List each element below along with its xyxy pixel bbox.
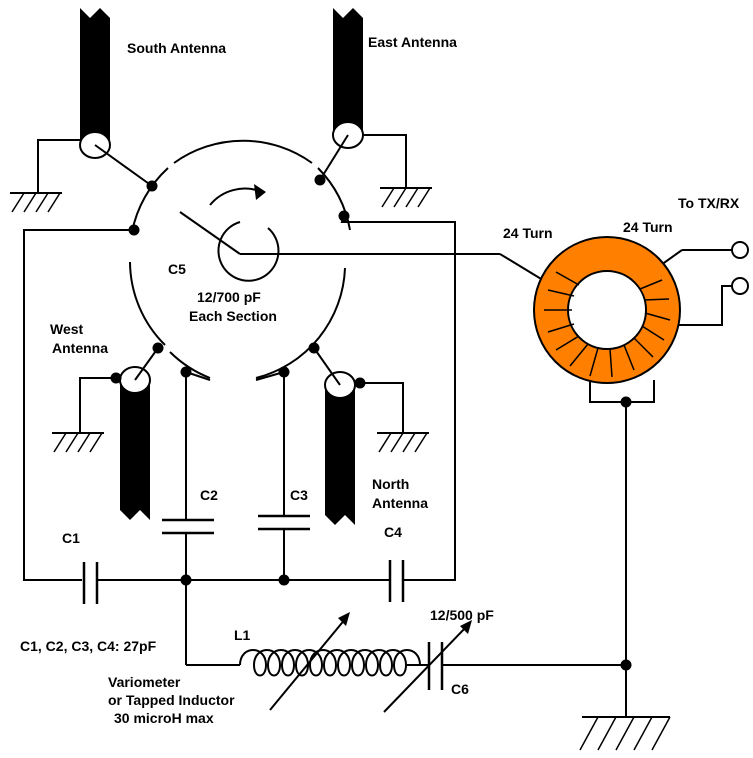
ground-south bbox=[10, 139, 80, 213]
l1-inductor bbox=[239, 612, 421, 711]
junction-dots bbox=[110, 174, 632, 671]
ground-west bbox=[52, 377, 120, 453]
c5-value-label-2: Each Section bbox=[189, 308, 277, 324]
l1-note-label-2: or Tapped Inductor bbox=[108, 692, 235, 708]
ground-north bbox=[355, 382, 429, 453]
west-antenna-coax bbox=[119, 366, 151, 520]
east-antenna-coax bbox=[332, 8, 364, 149]
l1-note-label-1: Variometer bbox=[108, 674, 181, 690]
c2-capacitor bbox=[162, 518, 214, 535]
cap-values-label: C1, C2, C3, C4: 27pF bbox=[20, 638, 157, 654]
tx-rx-terminals bbox=[731, 241, 749, 295]
ground-east bbox=[363, 134, 432, 208]
c1-label: C1 bbox=[62, 530, 80, 546]
c1-capacitor bbox=[82, 562, 99, 604]
c3-label: C3 bbox=[290, 487, 308, 503]
c3-capacitor bbox=[258, 514, 310, 531]
l1-note-label-3: 30 microH max bbox=[114, 710, 214, 726]
turn-right-label: 24 Turn bbox=[623, 219, 673, 235]
ground-main bbox=[579, 668, 671, 751]
l1-label: L1 bbox=[234, 627, 251, 643]
east-antenna-label: East Antenna bbox=[368, 34, 457, 50]
west-antenna-label-1: West bbox=[50, 321, 84, 337]
toroid-transformer bbox=[533, 236, 681, 384]
c6-label: C6 bbox=[451, 681, 469, 697]
south-antenna-label: South Antenna bbox=[127, 40, 226, 56]
c6-value-label: 12/500 pF bbox=[430, 607, 494, 623]
north-antenna-coax bbox=[324, 371, 356, 525]
c6-variable-capacitor bbox=[383, 620, 472, 713]
tx-rx-label: To TX/RX bbox=[678, 195, 740, 211]
south-antenna-coax bbox=[79, 8, 111, 159]
c4-capacitor bbox=[388, 560, 405, 602]
west-antenna-label-2: Antenna bbox=[52, 340, 108, 356]
c5-terminal-leads bbox=[94, 134, 349, 386]
turn-left-label: 24 Turn bbox=[503, 225, 553, 241]
c4-label: C4 bbox=[384, 524, 402, 540]
c5-label: C5 bbox=[168, 261, 186, 277]
c2-label: C2 bbox=[200, 487, 218, 503]
north-antenna-label-1: North bbox=[372, 476, 409, 492]
c5-rotor bbox=[179, 184, 280, 282]
c5-value-label-1: 12/700 pF bbox=[197, 289, 261, 305]
north-antenna-label-2: Antenna bbox=[372, 495, 428, 511]
